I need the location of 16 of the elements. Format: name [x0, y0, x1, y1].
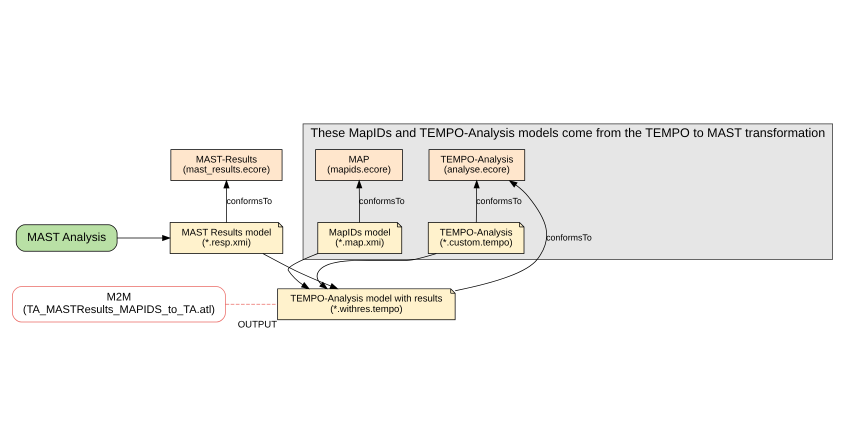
node-box: TEMPO-Analysis (analyse.ecore)	[428, 148, 526, 180]
node-box: MAST-Results (mast_results.ecore)	[170, 148, 282, 180]
node-box: MAP (mapids.ecore)	[315, 148, 403, 180]
edge-label: conformsTo	[546, 232, 592, 242]
arrow	[262, 252, 339, 289]
arrow	[116, 234, 172, 241]
arrow	[474, 178, 480, 222]
node-box: M2M (TA_MASTResults_MAPIDS_to_TA.atl)	[12, 286, 226, 322]
arrow	[288, 252, 318, 289]
arrow	[356, 178, 362, 222]
arrow	[223, 178, 230, 222]
arrow	[454, 180, 547, 291]
arrow	[316, 252, 437, 289]
node-label: OUTPUT	[238, 318, 278, 330]
node-box: MAST Analysis	[16, 224, 118, 252]
connector	[225, 303, 278, 304]
